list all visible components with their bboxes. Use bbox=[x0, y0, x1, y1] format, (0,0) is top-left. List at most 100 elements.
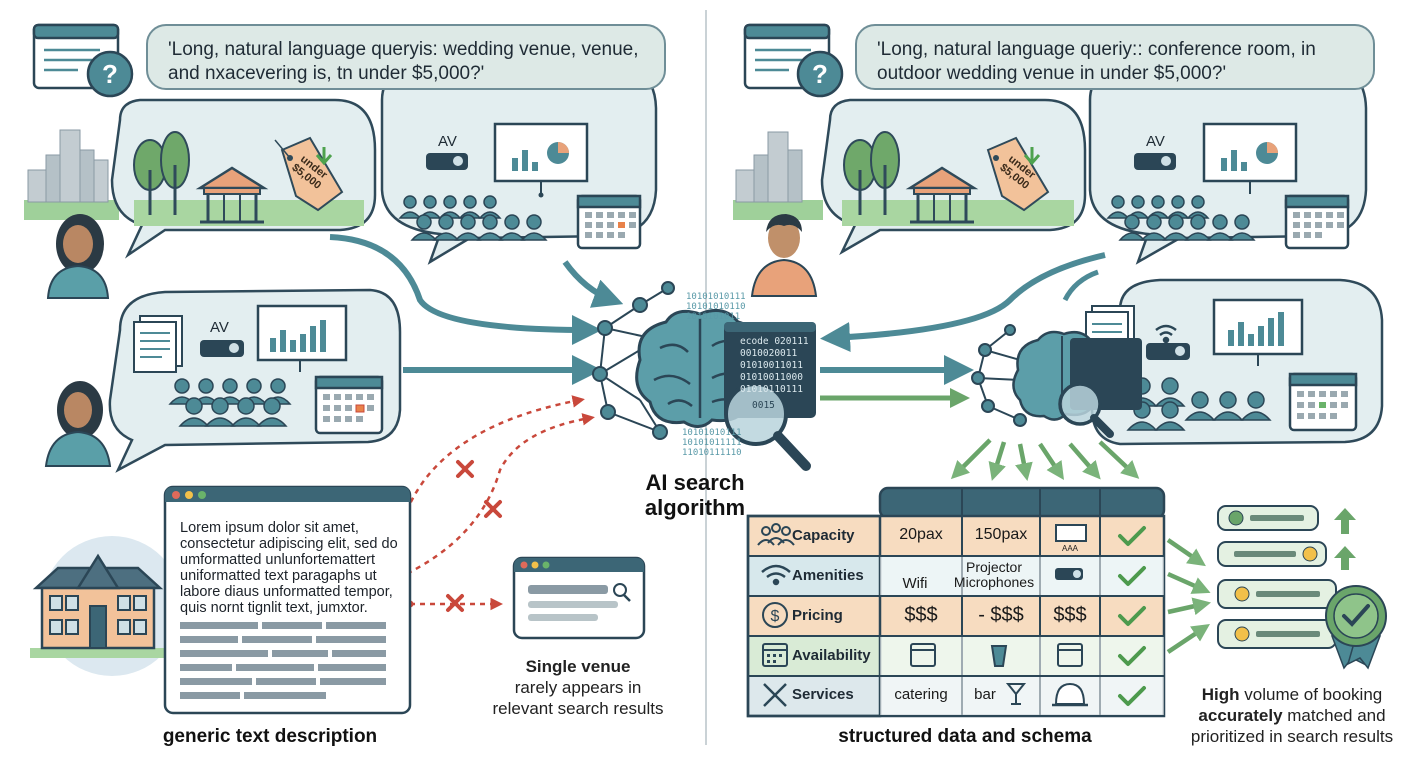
caption-bold: Single venue bbox=[525, 657, 631, 676]
description-line: uniformatted text paragaphs ut bbox=[180, 568, 377, 584]
cell-capacity-large: 150pax bbox=[974, 526, 1028, 543]
schema-table bbox=[746, 486, 1166, 718]
left-section-title: generic text description bbox=[162, 726, 378, 747]
dollar-coin-icon: $ bbox=[762, 602, 788, 628]
right-query-text: 'Long, natural language queriy:: confere… bbox=[877, 39, 1316, 84]
network-nodes bbox=[592, 281, 675, 440]
drink-icon bbox=[990, 645, 1008, 667]
calendar-icon bbox=[1057, 643, 1083, 667]
result-arrows bbox=[1166, 538, 1212, 654]
caption-bold: High bbox=[1201, 685, 1240, 704]
code-line: 01010011011 bbox=[740, 360, 803, 371]
presentation-screen-icon bbox=[1202, 122, 1298, 194]
projector-icon bbox=[426, 153, 468, 170]
av-label: AV bbox=[438, 133, 457, 150]
caption-line: rarely appears in bbox=[514, 678, 642, 697]
code-text-magnified: 0015 bbox=[752, 400, 775, 411]
x-mark-icon bbox=[446, 594, 464, 612]
city-skyline-icon bbox=[733, 131, 823, 220]
high-volume-caption: High volume of booking accurately matche… bbox=[1178, 684, 1406, 747]
calendar-icon bbox=[314, 375, 384, 435]
binary-line: 10101010111 bbox=[682, 428, 742, 438]
caption-line: volume of booking bbox=[1239, 685, 1383, 704]
cell-pricing-low: $$$ bbox=[904, 604, 938, 626]
cell-services-bar: bar bbox=[974, 686, 996, 703]
wifi-icon bbox=[761, 564, 791, 586]
svg-text:?: ? bbox=[812, 59, 828, 89]
calendar-icon bbox=[762, 643, 788, 667]
fanout-arrows bbox=[950, 438, 1140, 482]
audience-icon bbox=[398, 195, 548, 241]
code-line: ecode 020111 bbox=[740, 336, 809, 347]
svg-text:$: $ bbox=[771, 608, 780, 625]
svg-text:?: ? bbox=[102, 59, 118, 89]
text-description-window bbox=[163, 485, 412, 715]
check-icon bbox=[1118, 526, 1146, 706]
description-line: umformatted unlunfortemattert bbox=[180, 552, 376, 568]
binary-line: 1010101011 bbox=[686, 312, 741, 322]
binary-stream-bottom: 10101010111 10101011111 11010111110 bbox=[682, 428, 742, 458]
seating-icon bbox=[1055, 524, 1087, 542]
projector-icon bbox=[1055, 568, 1083, 580]
flow-arrow bbox=[1062, 269, 1099, 302]
flow-arrow bbox=[562, 260, 624, 308]
caption-line: relevant search results bbox=[492, 699, 664, 718]
row-label-capacity: Capacity bbox=[792, 527, 855, 544]
description-paragraph: Lorem ipsum dolor sit amet, consectetur … bbox=[180, 520, 405, 616]
x-mark-icon bbox=[484, 500, 502, 518]
av-label: AV bbox=[1146, 133, 1165, 150]
left-query-bubble: 'Long, natural language queryis: wedding… bbox=[146, 24, 666, 90]
cell-pricing-range: - $$$ bbox=[978, 604, 1024, 626]
presentation-screen-icon bbox=[256, 304, 348, 372]
code-line: 0010020011 bbox=[740, 348, 798, 359]
binary-line: 10101011111 bbox=[682, 438, 742, 448]
cell-capacity-small: 20pax bbox=[899, 526, 943, 543]
calendar-icon bbox=[1284, 194, 1350, 250]
right-query-bubble: 'Long, natural language queriy:: confere… bbox=[855, 24, 1375, 90]
code-text: ecode 020111 0010020011 01010011011 0101… bbox=[740, 336, 809, 396]
binary-line: 11010111110 bbox=[682, 448, 742, 458]
audience-icon bbox=[168, 378, 292, 427]
city-skyline-icon bbox=[24, 129, 119, 220]
serving-cloche-icon bbox=[1052, 682, 1088, 707]
ai-label-line: AI search bbox=[645, 470, 745, 495]
audience-icon bbox=[1106, 195, 1256, 241]
martini-icon bbox=[1005, 683, 1027, 705]
description-line: Lorem ipsum dolor sit amet, bbox=[180, 520, 359, 536]
failed-arrow bbox=[397, 413, 595, 580]
magnifier-icon bbox=[1058, 382, 1114, 438]
people-group-icon bbox=[757, 523, 795, 546]
caption-line: prioritized in search results bbox=[1190, 727, 1394, 746]
code-line: 01010110111 bbox=[740, 384, 803, 395]
single-venue-caption: Single venue rarely appears in relevant … bbox=[478, 656, 678, 719]
description-line: labore diaus unformatted tempor, bbox=[180, 584, 393, 600]
gazebo-icon bbox=[195, 166, 269, 224]
right-section-title: structured data and schema bbox=[838, 726, 1092, 747]
row-label-pricing: Pricing bbox=[792, 607, 843, 624]
caption-bold: accurately bbox=[1198, 706, 1283, 725]
ranked-results bbox=[1217, 505, 1337, 649]
row-label-availability: Availability bbox=[792, 647, 871, 664]
up-arrow-icon bbox=[1334, 508, 1356, 570]
calendar-icon bbox=[1288, 372, 1358, 432]
document-icon bbox=[133, 315, 183, 373]
caption-line: matched and bbox=[1282, 706, 1386, 725]
flow-arrow bbox=[329, 234, 602, 345]
fork-knife-icon bbox=[763, 683, 787, 707]
projector-icon bbox=[200, 340, 244, 357]
projector-icon bbox=[1146, 343, 1190, 360]
calendar-icon bbox=[910, 643, 936, 667]
search-result-window bbox=[512, 556, 646, 640]
gazebo-icon bbox=[905, 166, 979, 224]
woman-avatar-icon bbox=[46, 214, 110, 299]
ai-label-line: algorithm bbox=[644, 495, 746, 520]
cell-services-catering: catering bbox=[894, 686, 948, 703]
binary-line: 10101010111 bbox=[686, 292, 746, 302]
question-browser-icon: ? bbox=[32, 23, 134, 98]
magnifier-icon bbox=[724, 382, 811, 471]
description-line: consectetur adipiscing elit, sed do bbox=[180, 536, 398, 552]
cell-amenities-av: Projector Microphones bbox=[953, 559, 1035, 590]
question-browser-icon: ? bbox=[743, 23, 844, 98]
x-mark-icon bbox=[456, 460, 474, 478]
